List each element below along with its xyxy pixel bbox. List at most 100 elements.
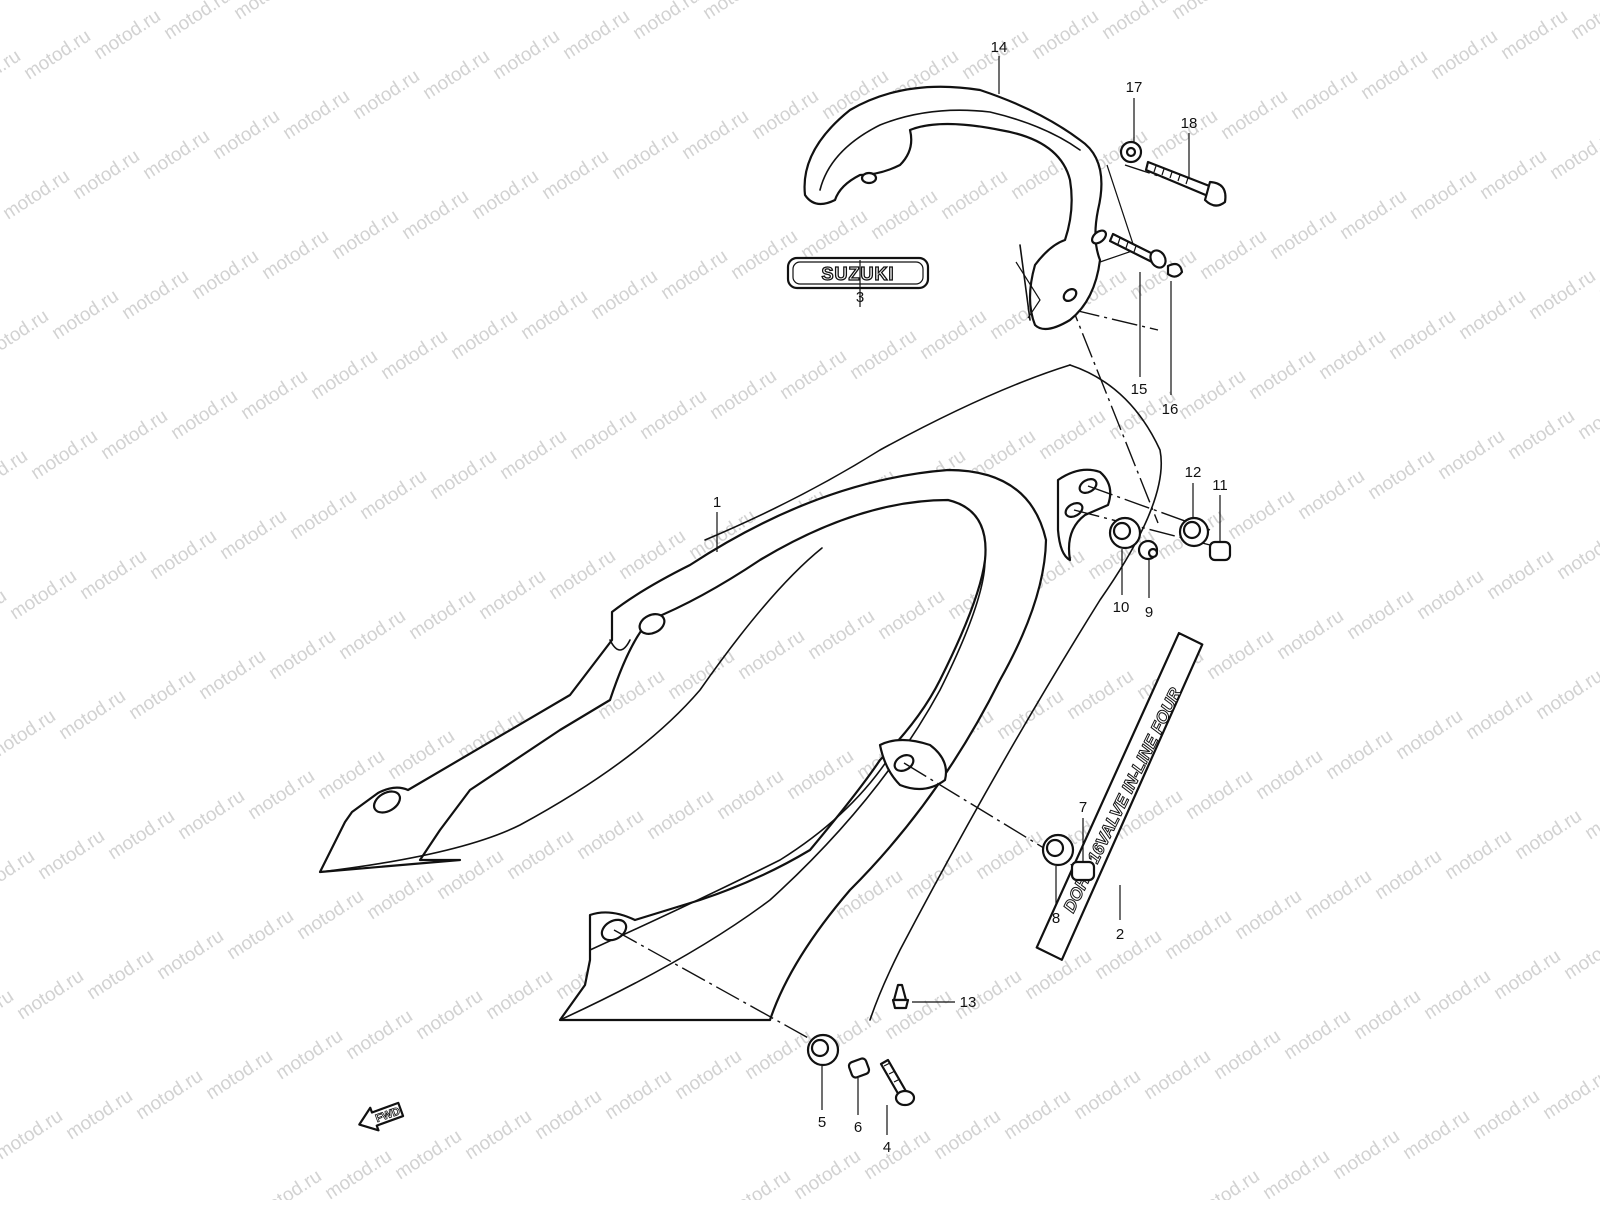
- watermark-text: motod.ru: [27, 426, 101, 484]
- callout-17: 17: [1126, 79, 1143, 96]
- watermark-text: motod.ru: [1581, 786, 1600, 844]
- watermark-text: motod.ru: [146, 526, 220, 584]
- watermark-text: motod.ru: [482, 966, 556, 1024]
- callout-10: 10: [1113, 599, 1130, 616]
- watermark-text: motod.ru: [55, 686, 129, 744]
- watermark-text: motod.ru: [1595, 246, 1600, 304]
- watermark-text: motod.ru: [475, 566, 549, 624]
- watermark-text: motod.ru: [321, 1146, 395, 1200]
- watermark-text: motod.ru: [1469, 1086, 1543, 1144]
- watermark-text: motod.ru: [1245, 346, 1319, 404]
- callout-8: 8: [1052, 910, 1060, 927]
- watermark-text: motod.ru: [1266, 206, 1340, 264]
- watermark-text: motod.ru: [1175, 366, 1249, 424]
- watermark-text: motod.ru: [517, 286, 591, 344]
- watermark-text: motod.ru: [1315, 326, 1389, 384]
- watermark-text: motod.ru: [972, 826, 1046, 884]
- watermark-text: motod.ru: [216, 506, 290, 564]
- watermark-text: motod.ru: [0, 846, 39, 904]
- watermark-text: motod.ru: [916, 306, 990, 364]
- watermark-text: motod.ru: [587, 266, 661, 324]
- watermark-text: motod.ru: [720, 1166, 794, 1200]
- watermark-text: motod.ru: [1462, 686, 1536, 744]
- watermark-text: motod.ru: [1070, 1066, 1144, 1124]
- watermark-text: motod.ru: [391, 1126, 465, 1184]
- watermark-text: motod.ru: [706, 366, 780, 424]
- watermark-text: motod.ru: [265, 626, 339, 684]
- callout-11: 11: [1212, 477, 1228, 494]
- watermark-text: motod.ru: [608, 126, 682, 184]
- watermark-text: motod.ru: [846, 326, 920, 384]
- watermark-text: motod.ru: [62, 1086, 136, 1144]
- watermark-text: motod.ru: [1203, 626, 1277, 684]
- watermark-text: motod.ru: [1301, 866, 1375, 924]
- watermark-text: motod.ru: [279, 86, 353, 144]
- watermark-text: motod.ru: [1259, 1146, 1333, 1200]
- watermark-text: motod.ru: [1091, 926, 1165, 984]
- watermark-text: motod.ru: [300, 0, 374, 4]
- watermark-text: motod.ru: [790, 1146, 864, 1200]
- callout-14: 14: [991, 39, 1008, 56]
- watermark-text: motod.ru: [1189, 1166, 1263, 1200]
- watermark-text: motod.ru: [1567, 0, 1600, 44]
- watermark-text: motod.ru: [6, 566, 80, 624]
- watermark-text: motod.ru: [1560, 926, 1600, 984]
- watermark-text: motod.ru: [629, 0, 703, 44]
- watermark-text: motod.ru: [1210, 1026, 1284, 1084]
- watermark-text: motod.ru: [1574, 386, 1600, 444]
- watermark-text: motod.ru: [0, 446, 32, 504]
- watermark-text: motod.ru: [20, 26, 94, 84]
- watermark-text: motod.ru: [783, 746, 857, 804]
- watermark-text: motod.ru: [1546, 126, 1600, 184]
- watermark-text: motod.ru: [461, 1106, 535, 1164]
- watermark-text: motod.ru: [1273, 606, 1347, 664]
- watermark-text: motod.ru: [412, 986, 486, 1044]
- emblem-text: SUZUKI: [822, 264, 895, 284]
- watermark-text: motod.ru: [881, 986, 955, 1044]
- watermark-text: motod.ru: [419, 46, 493, 104]
- watermark-text: motod.ru: [174, 786, 248, 844]
- watermark-text: motod.ru: [1525, 266, 1599, 324]
- watermark-text: motod.ru: [0, 46, 25, 104]
- watermark-text: motod.ru: [1252, 746, 1326, 804]
- watermark-text: motod.ru: [1441, 826, 1515, 884]
- watermark-text: motod.ru: [160, 0, 234, 44]
- watermark-text: motod.ru: [1224, 486, 1298, 544]
- watermark-text: motod.ru: [293, 886, 367, 944]
- watermark-text: motod.ru: [601, 1066, 675, 1124]
- watermark-text: motod.ru: [272, 1026, 346, 1084]
- watermark-text: motod.ru: [1217, 86, 1291, 144]
- watermark-text: motod.ru: [363, 866, 437, 924]
- watermark-text: motod.ru: [286, 486, 360, 544]
- callout-4: 4: [883, 1139, 891, 1156]
- watermark-text: motod.ru: [202, 1046, 276, 1104]
- watermark-text: motod.ru: [90, 6, 164, 64]
- watermark-text: motod.ru: [244, 766, 318, 824]
- watermark-text: motod.ru: [1322, 726, 1396, 784]
- watermark-text: motod.ru: [1161, 906, 1235, 964]
- callout-9: 9: [1145, 604, 1153, 621]
- watermark-text: motod.ru: [1392, 706, 1466, 764]
- watermark-text: motod.ru: [48, 286, 122, 344]
- watermark-text: motod.ru: [426, 446, 500, 504]
- watermark-text: motod.ru: [1343, 586, 1417, 644]
- watermark-text: motod.ru: [251, 1166, 325, 1200]
- watermark-text: motod.ru: [573, 806, 647, 864]
- watermark-text: motod.ru: [1280, 1006, 1354, 1064]
- hardware: [806, 140, 1232, 1107]
- callout-15: 15: [1131, 381, 1148, 398]
- watermark-text: motod.ru: [1476, 146, 1550, 204]
- watermark-text: motod.ru: [97, 406, 171, 464]
- watermark-text: motod.ru: [1329, 1126, 1403, 1184]
- suzuki-emblem: SUZUKI: [786, 256, 930, 290]
- watermark-text: motod.ru: [1553, 526, 1600, 584]
- watermark-text: motod.ru: [1385, 306, 1459, 364]
- watermark-text: motod.ru: [258, 226, 332, 284]
- watermark-text: motod.ru: [1287, 66, 1361, 124]
- callout-5: 5: [818, 1114, 826, 1131]
- watermark-text: motod.ru: [1357, 46, 1431, 104]
- watermark-text: motod.ru: [230, 0, 304, 24]
- watermark-text: motod.ru: [1231, 886, 1305, 944]
- watermark-text: motod.ru: [657, 246, 731, 304]
- watermark-text: motod.ru: [433, 846, 507, 904]
